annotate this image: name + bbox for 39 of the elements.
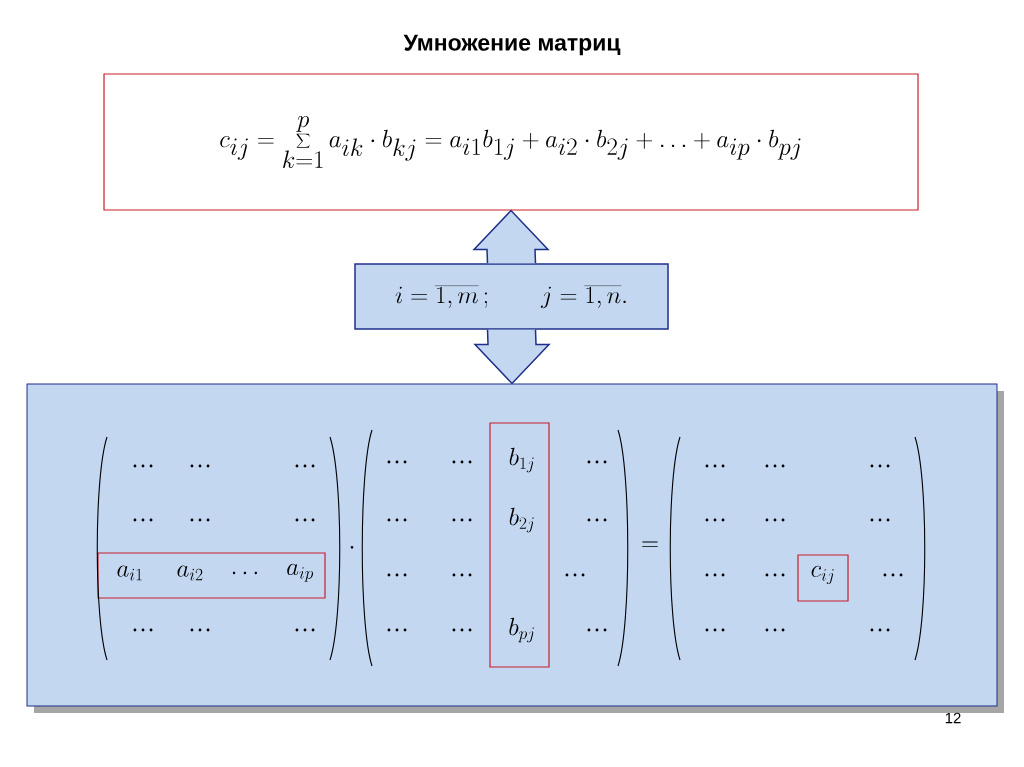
matrix-entry: … <box>387 518 407 522</box>
block-arrow <box>472 209 550 264</box>
matrix-entry: … <box>387 573 407 577</box>
matrix-entry: … <box>870 464 890 468</box>
matrix-entry: … <box>295 464 315 468</box>
matrix-entry: … <box>705 464 725 468</box>
formula-box: $c_{ij}=\sum_{k=1}^{p} a_{ik}\cdot b_{kj}=a_{i1}b_{1j}+a_{i2}\cdot b_{2j}+\ldots+a_{ip}\cdot b_{pj}$ <box>103 73 919 211</box>
page-number: 12 <box>945 712 961 724</box>
matrix-entry: … <box>870 518 890 522</box>
matrix-entry: … <box>387 628 407 632</box>
matrix-entry: … <box>190 464 210 468</box>
matrix-entry: … <box>587 518 607 522</box>
matrix-entry: … <box>705 573 725 577</box>
matrix-entry: … <box>765 628 785 632</box>
range-box: $i=\overline{1,m}\,;\qquad j=\overline{1,n}.$ <box>354 263 669 330</box>
block-arrow <box>473 329 551 385</box>
matrix-panel <box>26 383 1004 713</box>
highlight-box: $b_{1j}$ $b_{2j}$ $b_{pj}$ <box>489 422 550 668</box>
highlight-box: $c_{ij}$ <box>797 554 849 602</box>
matrix-entry: … <box>765 518 785 522</box>
matrix-entry: … <box>765 464 785 468</box>
matrix-entry: … <box>133 518 153 522</box>
operator: $=$ <box>642 541 658 547</box>
matrix-entry: … <box>295 518 315 522</box>
matrix-entry: … <box>133 628 153 632</box>
matrix-entry: … <box>883 573 903 577</box>
matrix-entry: … <box>587 628 607 632</box>
matrix-entry: … <box>295 628 315 632</box>
highlight-box: $a_{i1}$ $a_{i2}$ $\ldots$ $a_{ip}$ <box>97 552 326 599</box>
matrix-entry: … <box>705 518 725 522</box>
operator: $\cdot$ <box>350 546 354 549</box>
matrix-entry: … <box>133 464 153 468</box>
matrix-entry: … <box>190 518 210 522</box>
matrix-entry: … <box>870 628 890 632</box>
matrix-entry: … <box>387 460 407 464</box>
matrix-entry: … <box>587 460 607 464</box>
matrix-entry: … <box>190 628 210 632</box>
title: Умножение матриц <box>403 34 621 56</box>
matrix-entry: … <box>705 628 725 632</box>
